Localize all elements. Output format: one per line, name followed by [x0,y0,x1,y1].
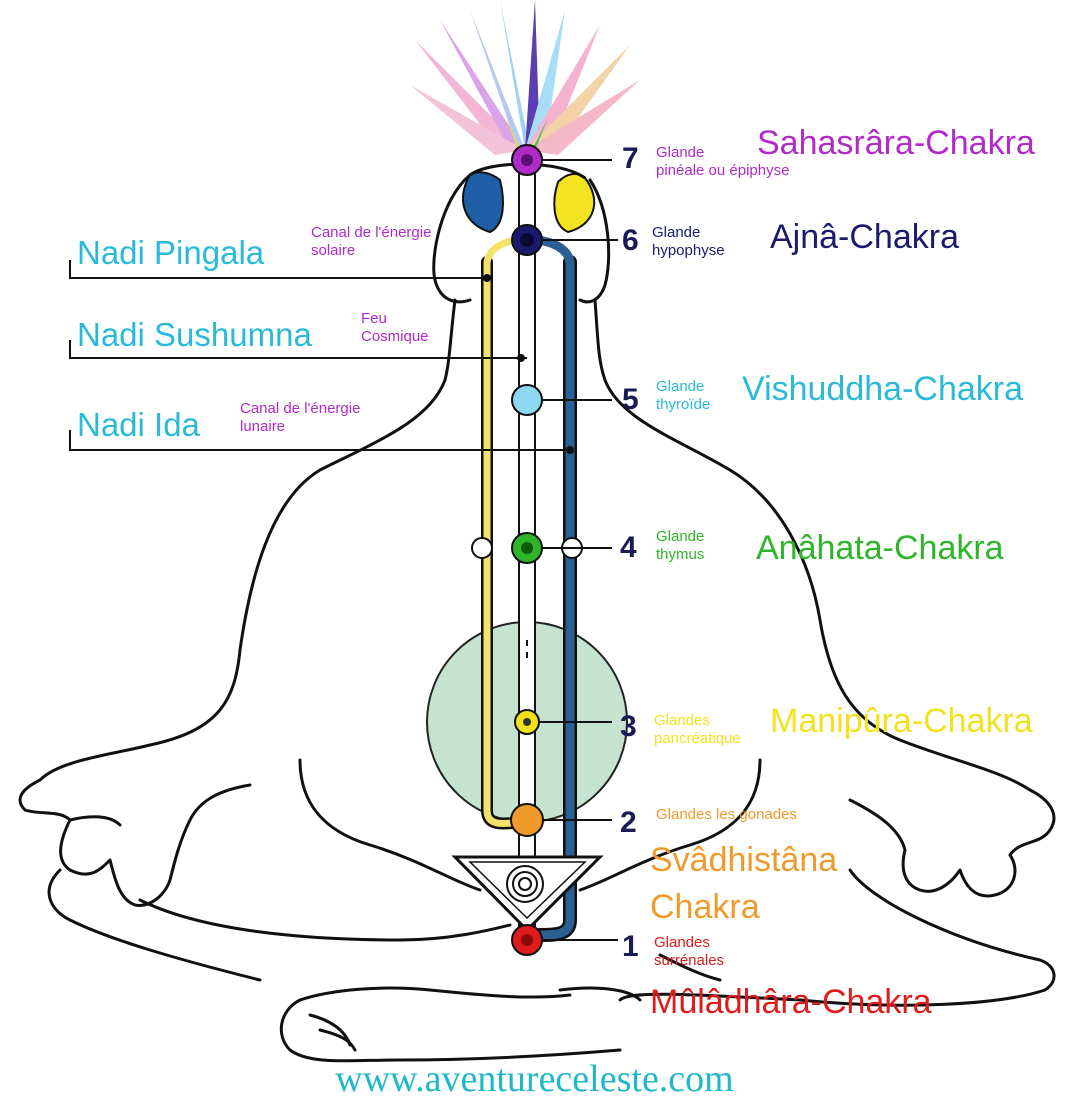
ida-dot [566,446,574,454]
chakra-3-name: Manipûra-Chakra [770,704,1033,738]
chakra-1-gland: Glandes surrénales [654,934,724,970]
chakra-4-name: Anâhata-Chakra [756,531,1004,565]
chakra-6-core [520,233,534,247]
chakra-3-number: 3 [620,712,637,742]
chakra-6-number: 6 [622,226,639,256]
chakra-2-name-line1: Svâdhistâna [650,843,837,877]
lotus-crown-icon [410,0,640,155]
chakra-6-name: Ajnâ-Chakra [770,220,959,254]
nadi-pingala-note: Canal de l'énergie solaire [311,224,431,260]
nadi-ida-note: Canal de l'énergie lunaire [240,400,360,436]
chakra-7-core [521,154,533,166]
chakra-1-core [521,934,533,946]
spiral-icon [455,857,600,930]
chakra-2-name-line2: Chakra [650,890,760,924]
nadi-sushumna-note: Feu Cosmique [361,310,429,346]
chakra-5-number: 5 [622,385,639,415]
chakra-7-name: Sahasrâra-Chakra [757,126,1035,160]
chakra-1-number: 1 [622,932,639,962]
chakra-6-gland: Glande hypophyse [652,224,725,260]
chakra-3-core [523,718,531,726]
chakra-2-gland: Glandes les gonades [656,806,797,824]
pingala-dot [483,274,491,282]
website-url: www.aventureceleste.com [0,1060,1069,1098]
chakra-2-number: 2 [620,808,637,838]
nadi-pingala-label: Nadi Pingala [77,236,264,269]
sushumna-dot [517,354,525,362]
chakra-4-gland: Glande thymus [656,528,704,564]
chakra-4-core [521,542,533,554]
chakra-5-name: Vishuddha-Chakra [742,372,1023,406]
chakra-2-circle [511,804,543,836]
chakra-4-number: 4 [620,533,637,563]
chakra-3-gland: Glandes pancréatique [654,712,741,748]
chakra-1-name: Mûlâdhâra-Chakra [650,985,932,1019]
chakra-5-gland: Glande thyroïde [656,378,710,414]
pingala-node [472,538,492,558]
nadi-sushumna-label: Nadi Sushumna [77,318,312,351]
chakra-7-number: 7 [622,144,639,174]
chakra-5-circle [512,385,542,415]
ida-channel [540,262,570,935]
nadi-ida-label: Nadi Ida [77,408,200,441]
